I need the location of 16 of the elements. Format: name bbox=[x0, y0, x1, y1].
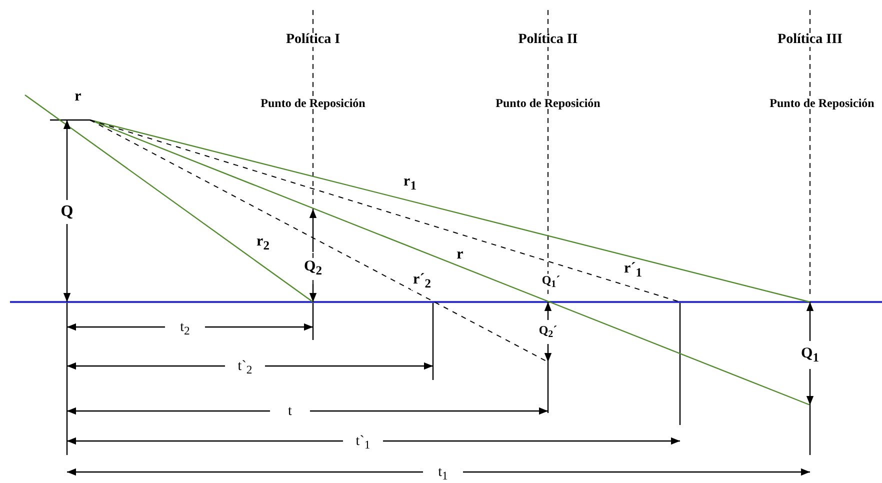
policy-title: Política III bbox=[776, 33, 844, 47]
dimension-label: t`$_{2}$ bbox=[236, 360, 254, 376]
dimension-label: t$_{1}$ bbox=[436, 466, 450, 482]
dimension-label: Q bbox=[58, 204, 76, 220]
dimension-label: Q$_{1}$ bbox=[799, 346, 821, 364]
dimension-label: Q$_{1}$´ bbox=[540, 274, 562, 290]
line-label: r´$_{1}$ bbox=[622, 261, 644, 279]
policy-title: Política I bbox=[284, 33, 342, 47]
dimension-label: Q$_{2}$ bbox=[302, 259, 324, 277]
reorder-point-label: Punto de Reposición bbox=[768, 97, 876, 109]
dimension-label: t`$_{1}$ bbox=[354, 434, 372, 452]
dimension-label: t$_{2}$ bbox=[178, 320, 192, 338]
reorder-point-label: Punto de Reposición bbox=[258, 97, 368, 109]
reorder-point-label: Punto de Reposición bbox=[494, 97, 602, 109]
policy-title: Política II bbox=[516, 33, 580, 47]
line-label: r´$_{2}$ bbox=[411, 272, 433, 290]
